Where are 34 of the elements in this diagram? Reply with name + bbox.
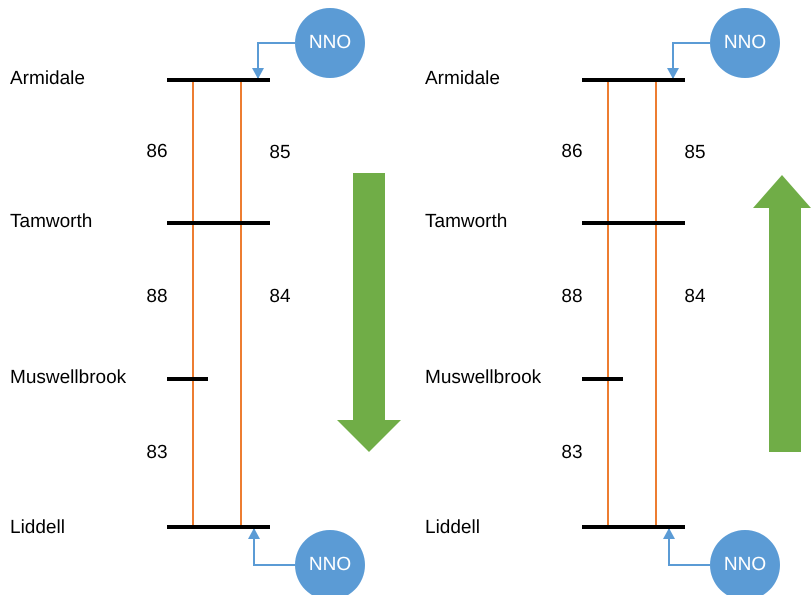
bus-label: Tamworth bbox=[10, 211, 92, 233]
arrow bbox=[248, 528, 295, 566]
bus-label: Liddell bbox=[425, 517, 480, 539]
busbar bbox=[582, 525, 685, 529]
line bbox=[192, 381, 194, 525]
bus-label: Armidale bbox=[425, 68, 500, 90]
busbar bbox=[167, 78, 270, 82]
node-circle: NNO bbox=[295, 530, 365, 595]
line bbox=[192, 82, 194, 221]
arrow bbox=[252, 42, 295, 79]
bus-label: Tamworth bbox=[425, 211, 508, 233]
node-circle: NNO bbox=[710, 8, 780, 78]
busbar bbox=[582, 78, 685, 82]
bus-label: Liddell bbox=[10, 517, 65, 539]
line bbox=[607, 225, 609, 377]
line bbox=[240, 225, 242, 525]
busbar bbox=[167, 525, 270, 529]
line bbox=[655, 82, 657, 221]
busbar bbox=[582, 221, 685, 225]
bus-label: Armidale bbox=[10, 68, 85, 90]
busbar bbox=[582, 377, 623, 381]
line bbox=[655, 225, 657, 525]
node-circle: NNO bbox=[710, 530, 780, 595]
line bbox=[240, 82, 242, 221]
arrow bbox=[663, 528, 710, 566]
line bbox=[607, 381, 609, 525]
arrow bbox=[667, 42, 710, 79]
node-circle: NNO bbox=[295, 8, 365, 78]
busbar bbox=[167, 221, 270, 225]
bus-label: Muswellbrook bbox=[10, 367, 126, 389]
busbar bbox=[167, 377, 208, 381]
line bbox=[607, 82, 609, 221]
bus-label: Muswellbrook bbox=[425, 367, 542, 389]
line bbox=[192, 225, 194, 377]
